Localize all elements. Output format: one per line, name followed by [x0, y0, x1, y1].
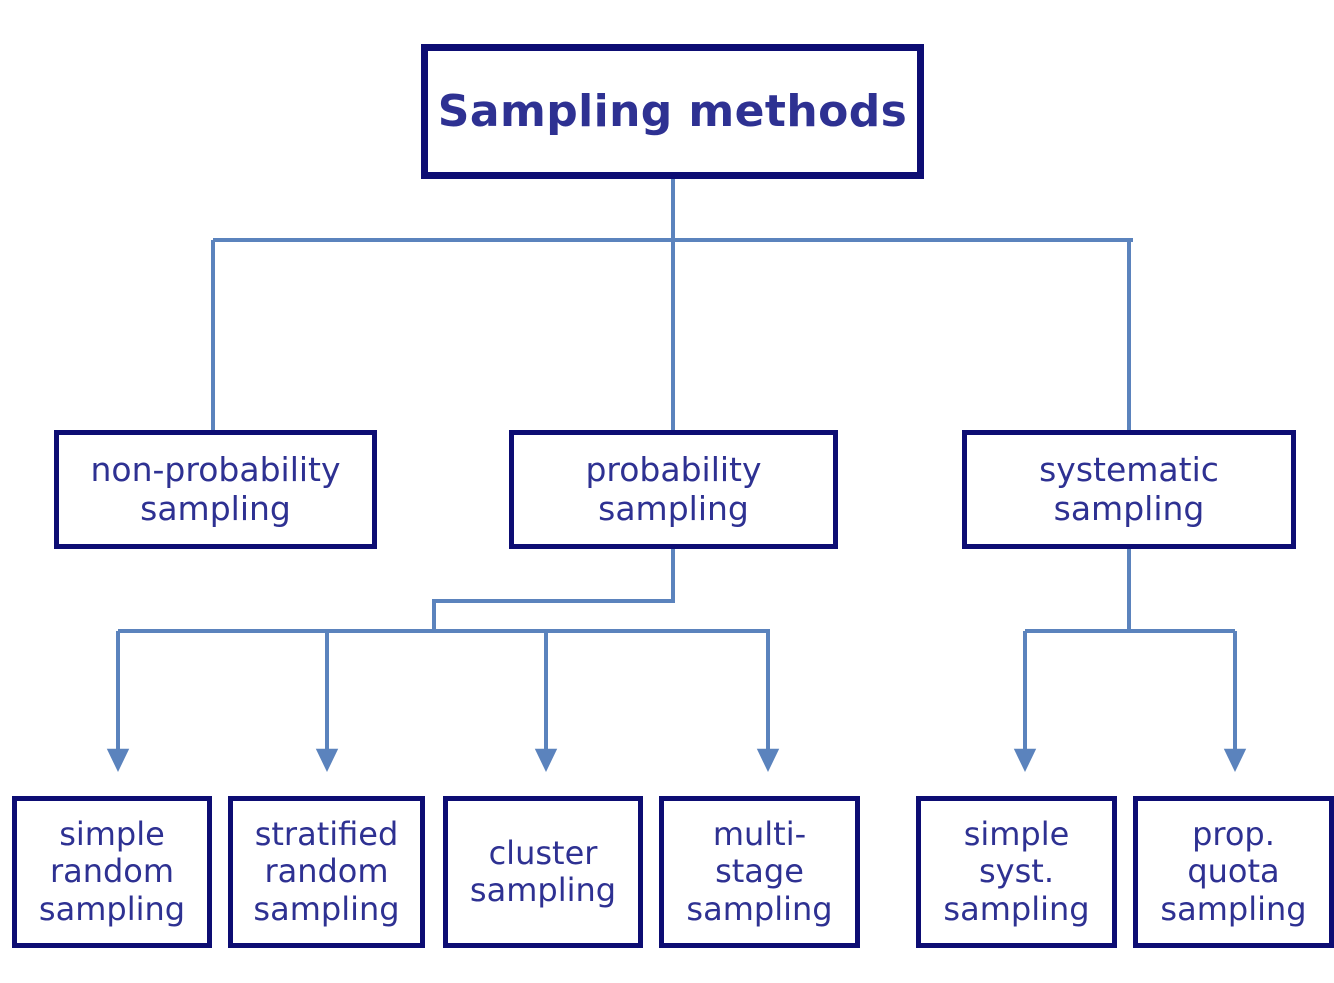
node-label: cluster sampling — [469, 833, 617, 909]
node-label: systematic sampling — [1039, 450, 1219, 528]
node-sampling-methods[interactable]: Sampling methods — [421, 44, 924, 179]
node-stratified-random-sampling[interactable]: stratified random sampling — [228, 796, 425, 948]
node-label: stratified random sampling — [253, 815, 400, 928]
node-simple-random-sampling[interactable]: simple random sampling — [12, 796, 212, 948]
node-non-probability-sampling[interactable]: non-probability sampling — [54, 430, 377, 549]
node-label: simple random sampling — [38, 815, 186, 928]
node-multi-stage-sampling[interactable]: multi- stage sampling — [659, 796, 860, 948]
node-label: Sampling methods — [437, 85, 908, 137]
node-label: multi- stage sampling — [686, 815, 833, 928]
node-probability-sampling[interactable]: probability sampling — [509, 430, 838, 549]
node-label: non-probability sampling — [90, 450, 341, 528]
node-label: simple syst. sampling — [943, 815, 1090, 928]
node-cluster-sampling[interactable]: cluster sampling — [443, 796, 643, 948]
connector-probability-jog — [432, 549, 675, 631]
node-systematic-sampling[interactable]: systematic sampling — [962, 430, 1296, 549]
node-simple-systematic-sampling[interactable]: simple syst. sampling — [916, 796, 1117, 948]
node-label: probability sampling — [585, 450, 762, 528]
node-label: prop. quota sampling — [1160, 815, 1307, 928]
node-proportional-quota-sampling[interactable]: prop. quota sampling — [1133, 796, 1334, 948]
